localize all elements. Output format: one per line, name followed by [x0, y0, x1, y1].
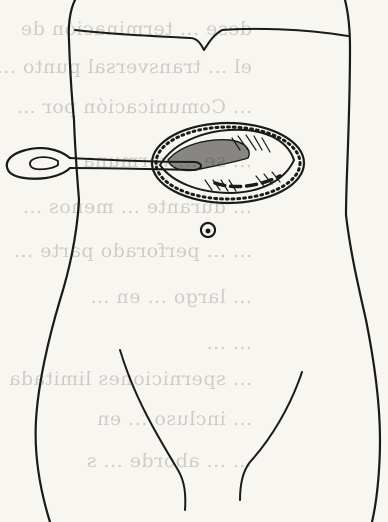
- tissue-hatching-right: [256, 172, 280, 186]
- incision-wound: [152, 123, 304, 203]
- drain-bulb-outer: [7, 148, 70, 179]
- torso-outline-left: [36, 0, 79, 522]
- drain-bulb-inner: [30, 157, 58, 169]
- inguinal-fold-left: [120, 350, 185, 510]
- inguinal-fold-right: [240, 372, 302, 500]
- neckline: [75, 29, 348, 50]
- torso-outline-right: [345, 0, 380, 522]
- navel-center: [206, 229, 211, 234]
